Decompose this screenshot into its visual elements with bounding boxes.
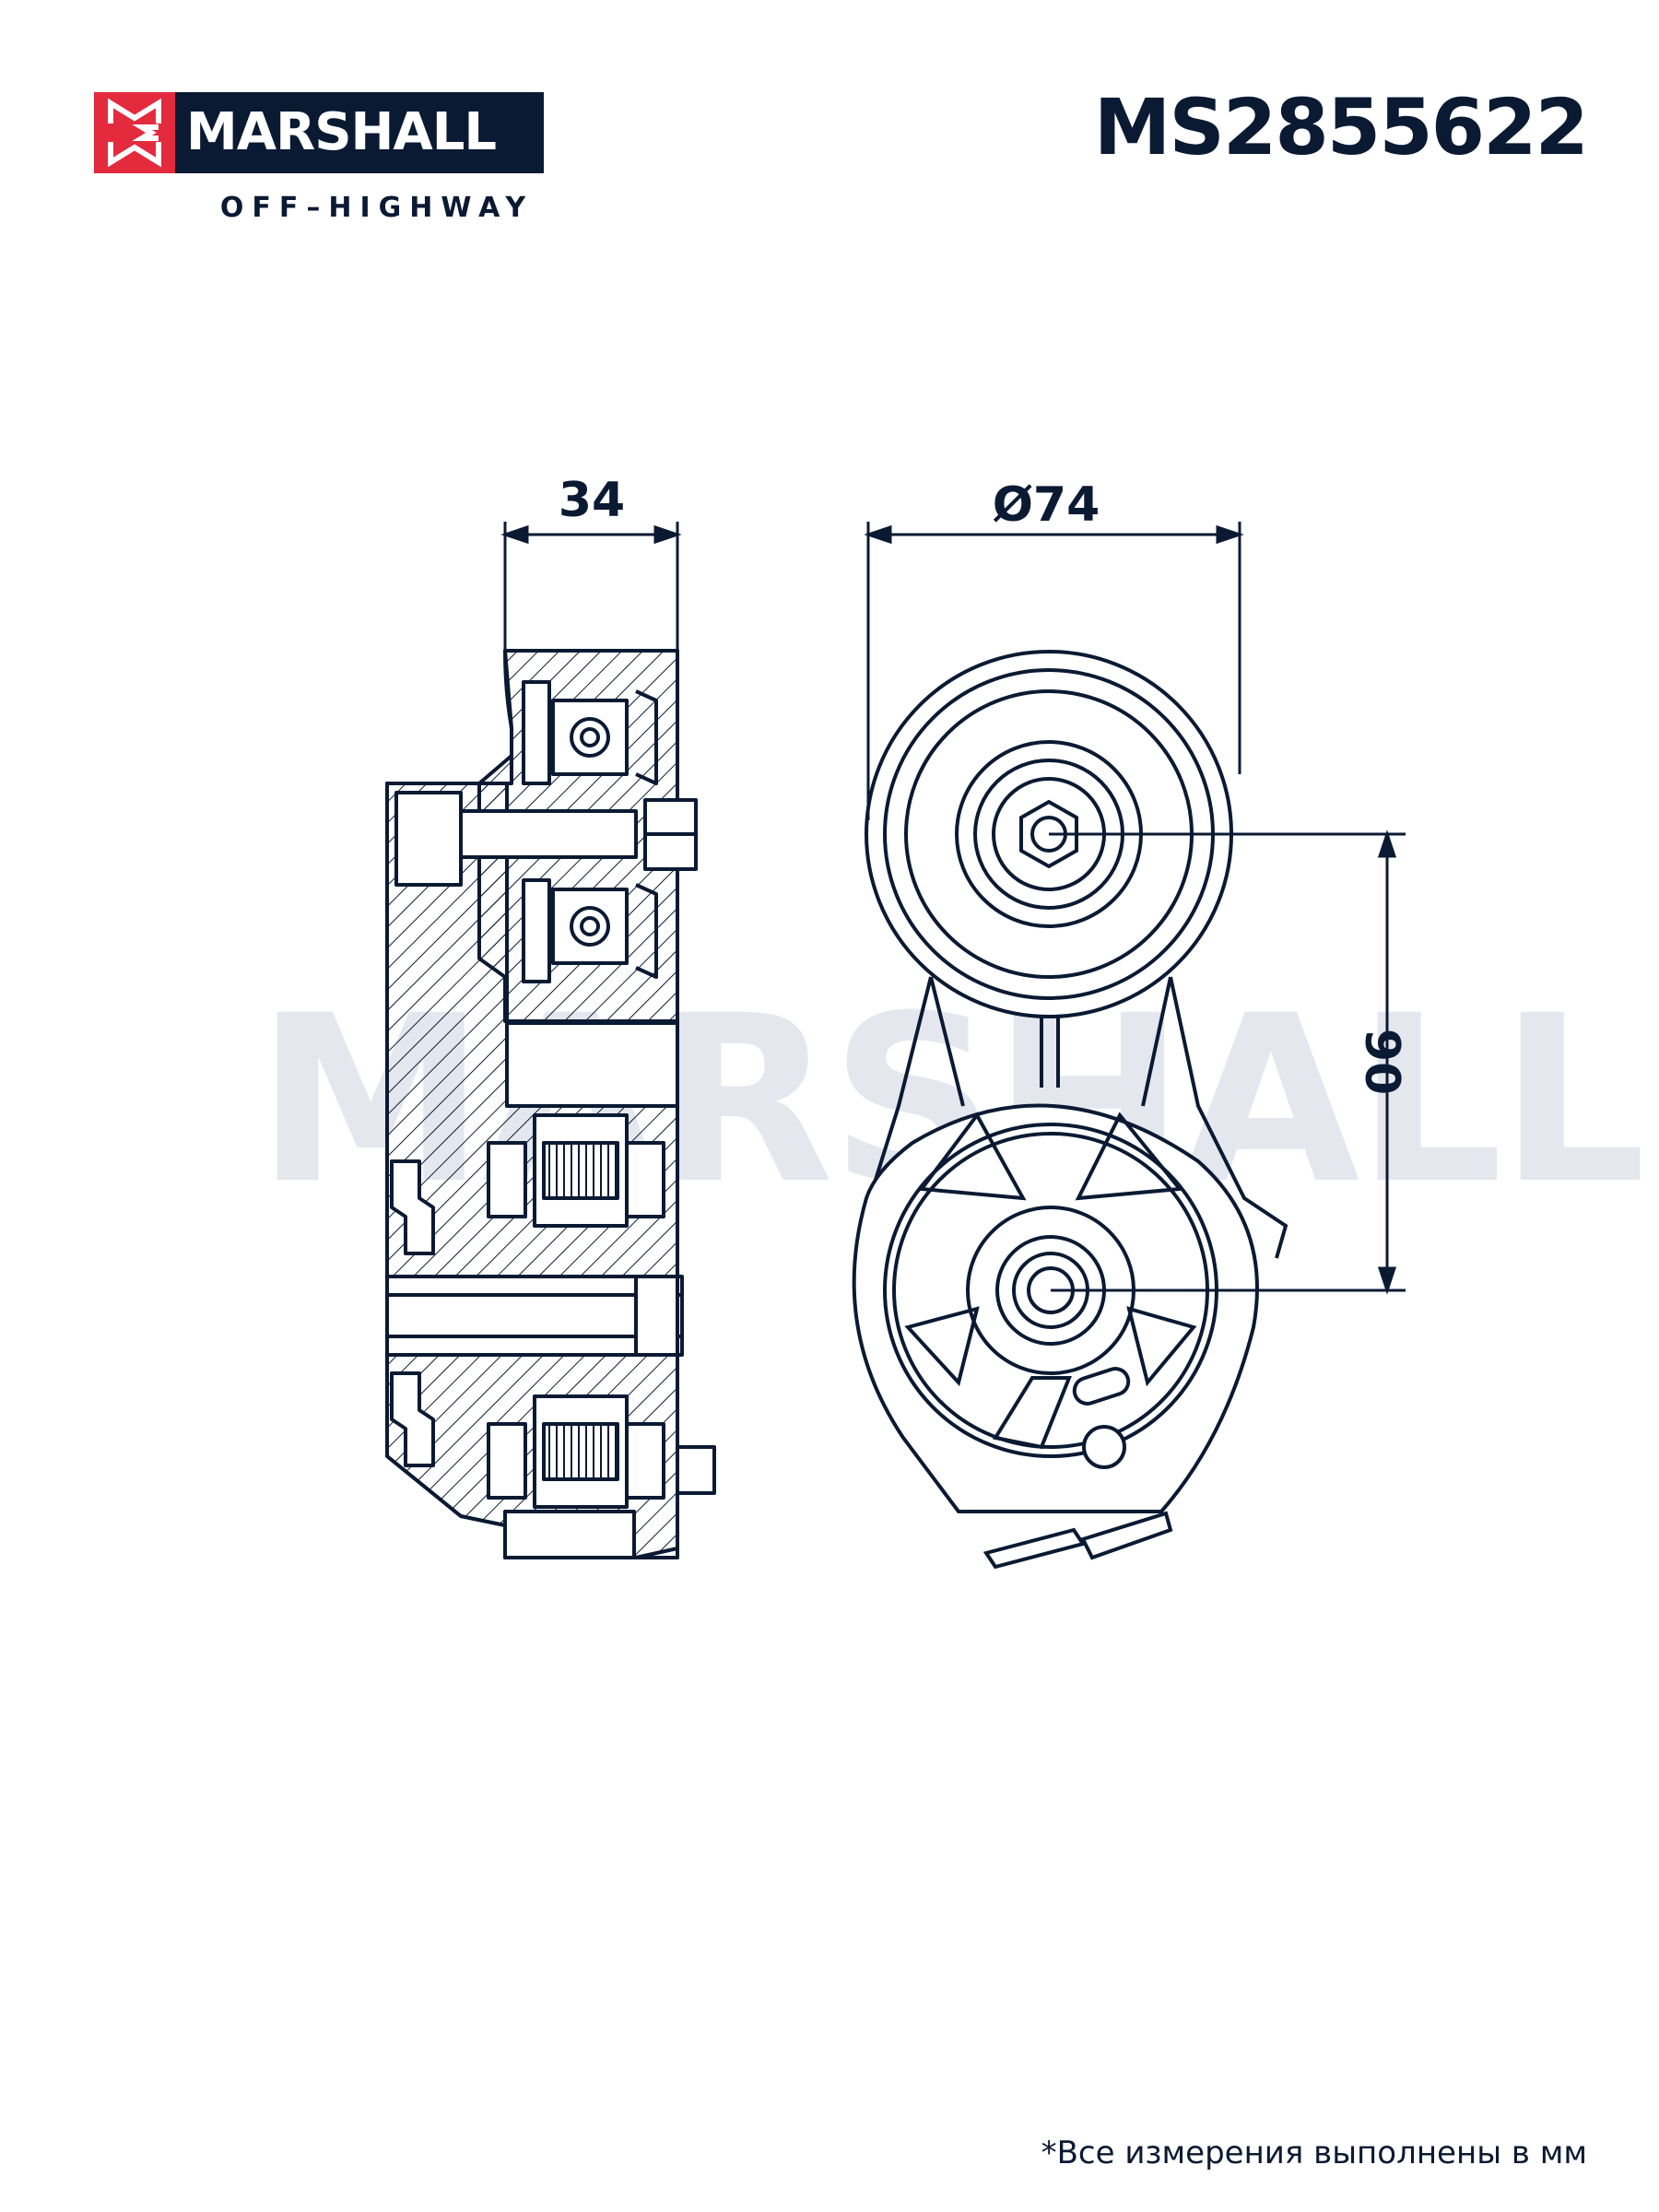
brand-logo: MARSHALL bbox=[94, 92, 544, 173]
slot-hole bbox=[1072, 1367, 1131, 1406]
upper-bearing-top bbox=[522, 680, 658, 785]
front-view bbox=[852, 650, 1288, 1570]
logo-mark bbox=[94, 92, 175, 173]
logo-m-top bbox=[108, 98, 161, 124]
arm-inner-lines bbox=[929, 976, 1172, 1107]
needle-bearing-upper bbox=[487, 1113, 665, 1228]
bottom-flange bbox=[503, 1510, 636, 1559]
pulley-spoke-windows bbox=[904, 1112, 1197, 1450]
logo-m-bottom bbox=[108, 142, 161, 168]
bolt-cavity bbox=[394, 791, 463, 887]
dimension-diameter-label: Ø74 bbox=[993, 477, 1100, 533]
upper-bearing-bottom bbox=[522, 878, 658, 983]
housing-slot bbox=[505, 1021, 679, 1108]
locating-pin bbox=[676, 1445, 716, 1495]
dimension-width bbox=[500, 522, 682, 651]
pin-hole bbox=[1082, 1425, 1126, 1469]
dimension-width-label: 34 bbox=[559, 473, 625, 528]
measurement-note: *Все измерения выполнены в мм bbox=[1041, 2135, 1587, 2171]
bottom-lugs bbox=[982, 1511, 1173, 1570]
dimension-center-distance bbox=[1049, 830, 1406, 1295]
spring-clip-upper bbox=[390, 1159, 435, 1255]
spring-clip-lower bbox=[390, 1371, 435, 1467]
part-number: MS2855622 bbox=[1093, 82, 1589, 172]
central-shaft bbox=[385, 1275, 684, 1357]
bolt-shank bbox=[459, 809, 638, 859]
section-view bbox=[385, 649, 716, 1559]
hex-bolt-head-icon bbox=[1019, 799, 1078, 869]
tensioner-arm bbox=[874, 976, 1288, 1259]
dimension-diameter bbox=[864, 522, 1244, 820]
logo-e-middle bbox=[132, 124, 159, 141]
dimension-center-distance-label: 90 bbox=[1354, 1029, 1409, 1095]
logo-mark-glyphs bbox=[108, 98, 161, 168]
brand-name: MARSHALL bbox=[186, 102, 497, 162]
needle-bearing-lower bbox=[487, 1394, 665, 1509]
brand-tagline: OFF–HIGHWAY bbox=[219, 192, 535, 224]
